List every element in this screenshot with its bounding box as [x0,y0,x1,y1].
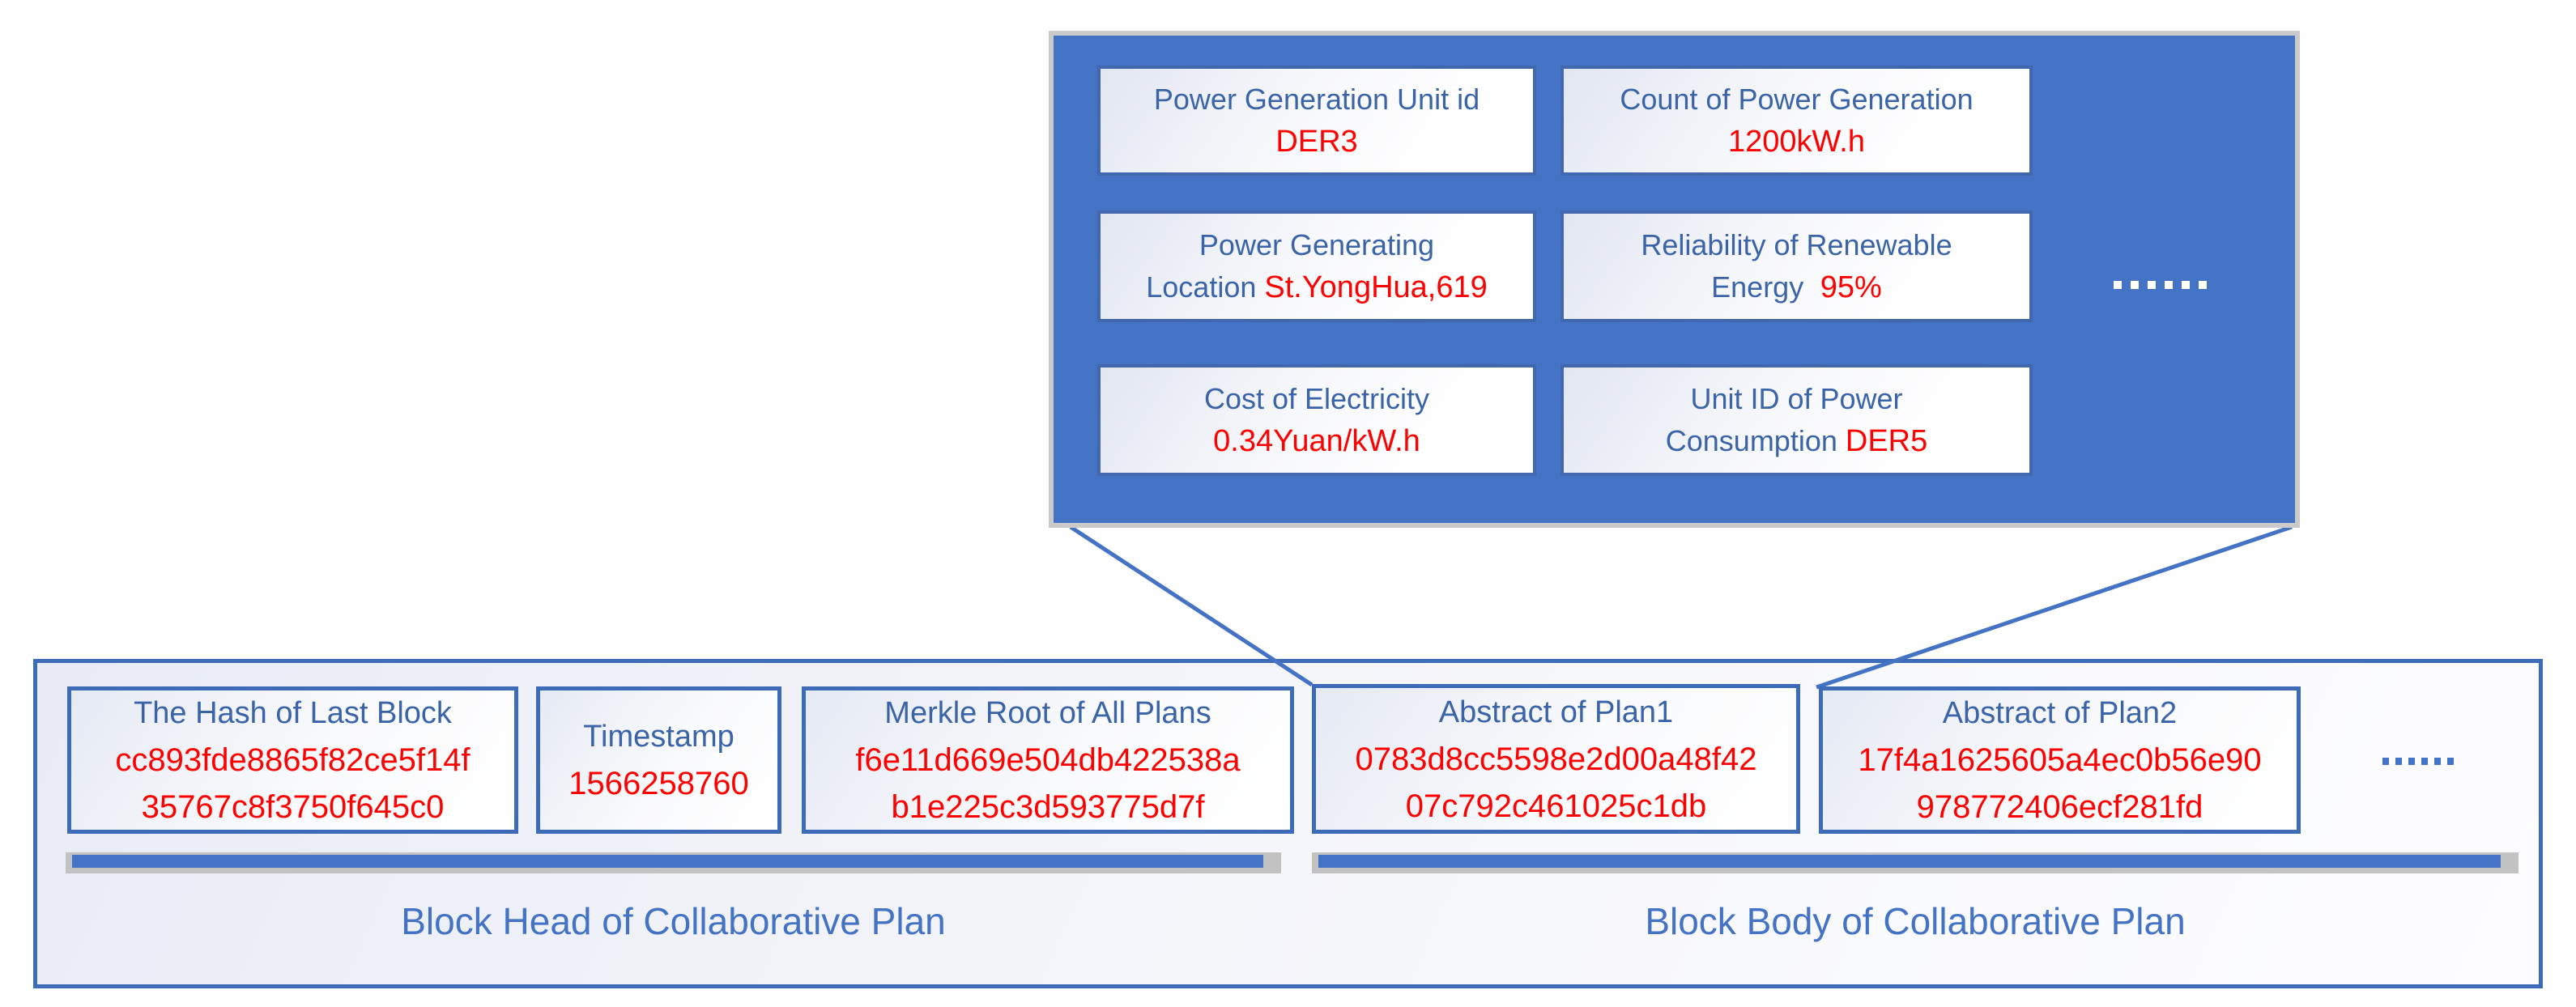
field-value: St.YongHua,619 [1264,270,1488,304]
cell-title: Abstract of Plan1 [1438,695,1674,729]
cell-value-line1: 17f4a1625605a4ec0b56e90 [1858,742,2262,778]
cell-title: Abstract of Plan2 [1942,696,2178,730]
cell-abstract-of-plan1: Abstract of Plan1 0783d8cc5598e2d00a48f4… [1312,684,1800,834]
field-title: Unit ID of Power [1690,382,1903,415]
cell-value-line2: 978772406ecf281fd [1916,789,2203,825]
block-body-divider-bar-fill [1318,855,2501,868]
field-label: Location [1146,270,1265,304]
ellipsis-dots-white: ...... [2114,281,2207,289]
field-cost-of-electricity: Cost of Electricity 0.34Yuan/kW.h [1097,364,1536,476]
field-value: 95% [1812,270,1882,304]
field-value: DER3 [1275,125,1358,159]
cell-title: Timestamp [583,720,734,754]
cell-value-line1: cc893fde8865f82ce5f14f [115,742,470,778]
field-label: Consumption [1665,424,1846,457]
field-value-line: 1200kW.h [1728,121,1865,163]
field-title: Reliability of Renewable [1641,228,1952,261]
field-power-generating-location: Power Generating Location St.YongHua,619 [1097,210,1536,322]
field-value-line: DER3 [1275,121,1357,163]
cell-value-line1: f6e11d669e504db422538a [855,742,1241,778]
field-value: 0.34Yuan/kW.h [1213,424,1420,458]
field-title: Power Generation Unit id [1153,83,1480,116]
field-title: Power Generating [1199,228,1435,261]
cell-merkle-root-of-all-plans: Merkle Root of All Plans f6e11d669e504db… [802,686,1294,834]
field-value-line: Consumption DER5 [1666,420,1928,462]
cell-value-line1: 0783d8cc5598e2d00a48f42 [1355,741,1757,777]
field-value-line: 0.34Yuan/kW.h [1213,420,1420,462]
field-label: Energy [1711,270,1812,304]
cell-value-line2: 07c792c461025c1db [1405,788,1707,824]
field-title: Cost of Electricity [1203,382,1430,415]
field-unit-id-of-power-consumption: Unit ID of Power Consumption DER5 [1561,364,2033,476]
block-body-divider-bar [1312,852,2519,873]
field-value-line: Location St.YongHua,619 [1146,266,1488,308]
magnifier-callout-left-line [1069,525,1314,687]
field-title: Count of Power Generation [1620,83,1974,116]
field-power-generation-unit-id: Power Generation Unit id DER3 [1097,66,1536,176]
field-count-of-power-generation: Count of Power Generation 1200kW.h [1561,66,2033,176]
block-body-label: Block Body of Collaborative Plan [1645,900,2186,942]
magnifier-callout-right-line [1816,525,2293,690]
block-head-divider-bar [66,852,1281,873]
field-value: DER5 [1845,424,1928,458]
field-reliability-of-renewable-energy: Reliability of Renewable Energy 95% [1561,210,2033,322]
cell-title: The Hash of Last Block [134,696,452,730]
cell-title: Merkle Root of All Plans [884,696,1211,730]
cell-value-line2: b1e225c3d593775d7f [891,789,1205,825]
cell-value-line1: 1566258760 [568,766,749,801]
cell-value-line2: 35767c8f3750f645c0 [141,789,445,825]
ellipsis-dots-blue: ...... [2382,758,2454,765]
cell-timestamp: Timestamp 1566258760 [536,686,781,834]
cell-abstract-of-plan2: Abstract of Plan2 17f4a1625605a4ec0b56e9… [1819,686,2301,834]
field-value: 1200kW.h [1728,125,1865,159]
block-head-divider-bar-fill [72,855,1263,868]
cell-hash-of-last-block: The Hash of Last Block cc893fde8865f82ce… [67,686,518,834]
block-head-label: Block Head of Collaborative Plan [401,900,946,942]
field-value-line: Energy 95% [1711,266,1882,308]
